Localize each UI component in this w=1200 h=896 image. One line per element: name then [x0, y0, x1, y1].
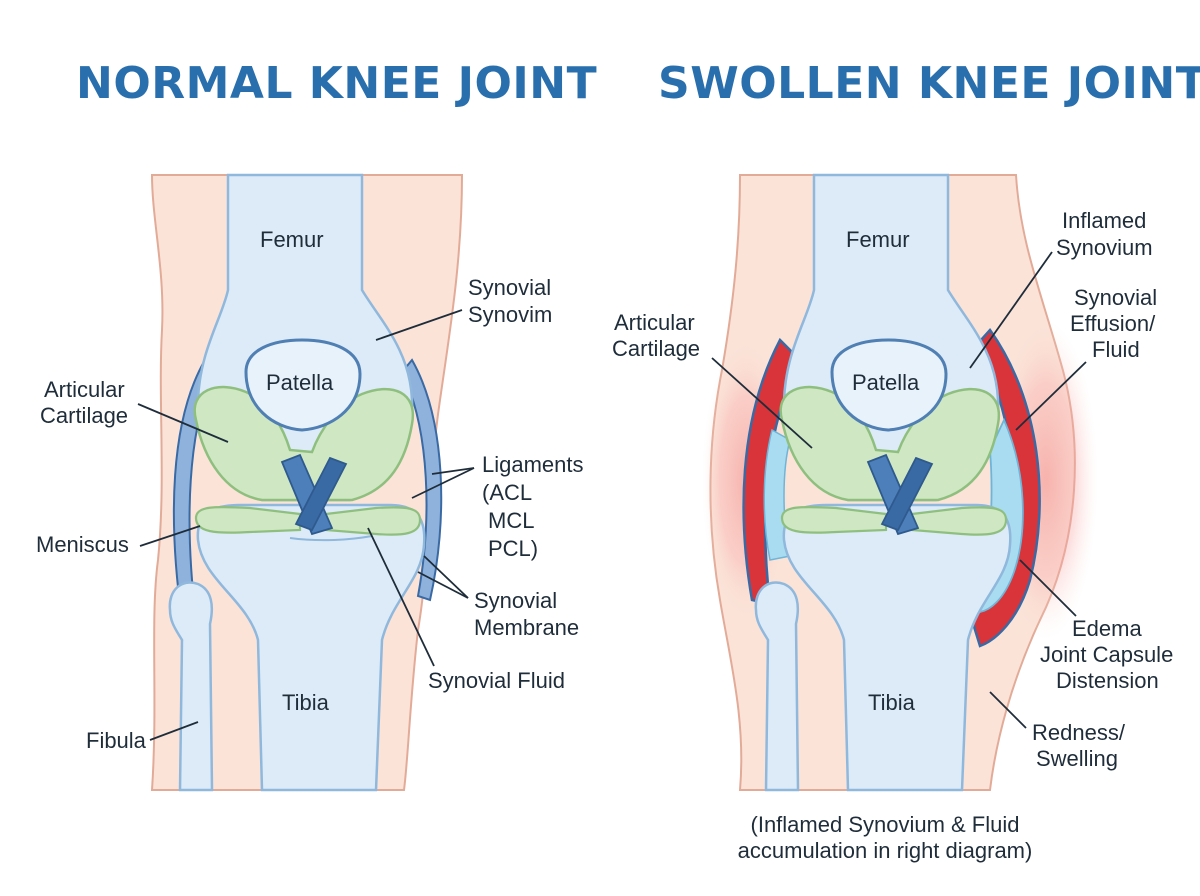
svg-text:Distension: Distension	[1056, 668, 1159, 693]
svg-text:Membrane: Membrane	[474, 615, 579, 640]
svg-text:Cartilage: Cartilage	[612, 336, 700, 361]
swollen-tibia	[782, 503, 1012, 792]
swollen-label-articular-cartilage: Articular Cartilage	[612, 310, 813, 449]
swollen-label-synovial-effusion: Synovial Effusion/ Fluid	[1015, 285, 1157, 431]
swollen-patella	[830, 338, 948, 432]
normal-knee	[150, 173, 464, 792]
svg-text:Meniscus: Meniscus	[36, 532, 129, 557]
normal-synovial-fluid	[289, 535, 373, 542]
normal-fibula	[168, 581, 214, 792]
normal-label-femur: Femur	[260, 227, 324, 252]
svg-text:Articular: Articular	[614, 310, 695, 335]
svg-text:Redness/: Redness/	[1032, 720, 1126, 745]
svg-text:Edema: Edema	[1072, 616, 1142, 641]
normal-label-patella: Patella	[266, 370, 334, 395]
svg-text:Ligaments: Ligaments	[482, 452, 584, 477]
swollen-articular-cartilage	[779, 385, 1001, 502]
svg-text:Synovim: Synovim	[468, 302, 552, 327]
normal-label-fibula: Fibula	[86, 721, 199, 753]
normal-articular-cartilage	[193, 385, 415, 502]
normal-ligament-2	[294, 456, 348, 532]
swollen-label-femur: Femur	[846, 227, 910, 252]
swollen-label-patella: Patella	[852, 370, 920, 395]
normal-label-articular-cartilage: Articular Cartilage	[40, 377, 229, 443]
svg-text:Fibula: Fibula	[86, 728, 147, 753]
svg-text:PCL): PCL)	[488, 536, 538, 561]
normal-meniscus-right	[324, 506, 422, 536]
footnote: (Inflamed Synovium & Fluid accumulation …	[737, 812, 1033, 863]
svg-text:Articular: Articular	[44, 377, 125, 402]
swollen-label-edema: Edema Joint Capsule Distension	[1019, 559, 1173, 693]
svg-text:Tibia: Tibia	[282, 690, 330, 715]
normal-patella	[244, 338, 362, 432]
svg-text:(ACL: (ACL	[482, 480, 532, 505]
svg-text:Inflamed: Inflamed	[1062, 208, 1146, 233]
svg-text:Fluid: Fluid	[1092, 337, 1140, 362]
swollen-meniscus-right	[910, 506, 1008, 536]
svg-text:Femur: Femur	[260, 227, 324, 252]
normal-tibia	[196, 503, 426, 792]
swollen-inflamed-capsule-right	[970, 328, 1041, 648]
swollen-fibula	[754, 581, 800, 792]
svg-text:Synovium: Synovium	[1056, 235, 1153, 260]
swollen-ligament-2	[880, 456, 934, 532]
normal-synovial-membrane-right	[400, 358, 443, 602]
svg-text:Patella: Patella	[266, 370, 334, 395]
svg-text:Effusion/: Effusion/	[1070, 311, 1156, 336]
title-swollen-knee: SWOLLEN KNEE JOINT	[658, 58, 1200, 109]
swollen-knee	[702, 173, 1098, 792]
svg-text:Swelling: Swelling	[1036, 746, 1118, 771]
svg-text:Synovial: Synovial	[468, 275, 551, 300]
svg-text:Tibia: Tibia	[868, 690, 916, 715]
svg-text:Joint Capsule: Joint Capsule	[1040, 642, 1173, 667]
swollen-label-tibia: Tibia	[868, 690, 916, 715]
normal-label-synovial-membrane: Synovial Membrane	[417, 555, 579, 640]
svg-text:MCL: MCL	[488, 508, 534, 533]
normal-label-meniscus: Meniscus	[36, 525, 201, 557]
normal-label-tibia: Tibia	[282, 690, 330, 715]
swollen-label-inflamed-synovium: Inflamed Synovium	[969, 208, 1153, 369]
svg-text:Cartilage: Cartilage	[40, 403, 128, 428]
svg-text:Synovial: Synovial	[1074, 285, 1157, 310]
normal-label-synovial-fluid: Synovial Fluid	[367, 527, 565, 693]
svg-text:Synovial Fluid: Synovial Fluid	[428, 668, 565, 693]
normal-label-synovial-synovim: Synovial Synovim	[375, 275, 552, 341]
title-normal-knee: NORMAL KNEE JOINT	[76, 58, 598, 109]
svg-text:Patella: Patella	[852, 370, 920, 395]
normal-label-ligaments: Ligaments (ACL MCL PCL)	[411, 452, 584, 561]
svg-text:Synovial: Synovial	[474, 588, 557, 613]
swollen-label-redness: Redness/ Swelling	[989, 691, 1126, 771]
svg-text:Femur: Femur	[846, 227, 910, 252]
